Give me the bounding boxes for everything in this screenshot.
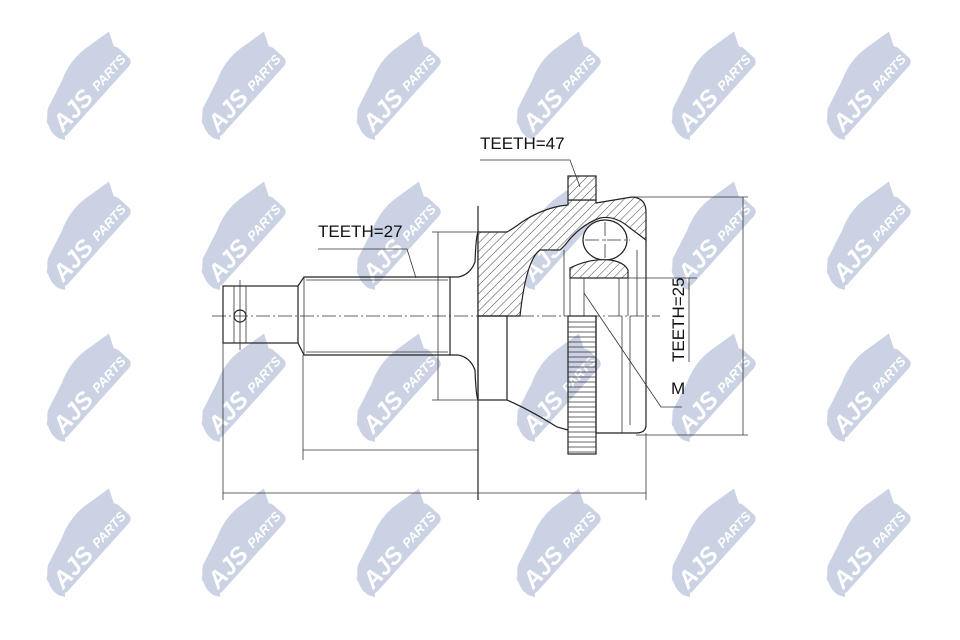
- labels: TEETH=47 TEETH=27 TEETH=25 M: [318, 134, 688, 398]
- thread-label: M: [671, 379, 685, 398]
- inner-teeth-label: TEETH=25: [669, 277, 688, 362]
- abs-ring-teeth: [568, 321, 596, 453]
- outer-bell-section: [477, 196, 647, 317]
- part-outline: [212, 175, 660, 500]
- abs-ring: [567, 315, 597, 455]
- inner-race: [569, 259, 629, 279]
- shaft-end: [222, 285, 299, 344]
- outer-teeth-label: TEETH=47: [480, 134, 565, 153]
- dimensions: [222, 159, 748, 500]
- shaft-teeth-label: TEETH=27: [318, 222, 403, 241]
- splined-shaft: [297, 276, 451, 356]
- outer-tooth-block: [567, 175, 597, 201]
